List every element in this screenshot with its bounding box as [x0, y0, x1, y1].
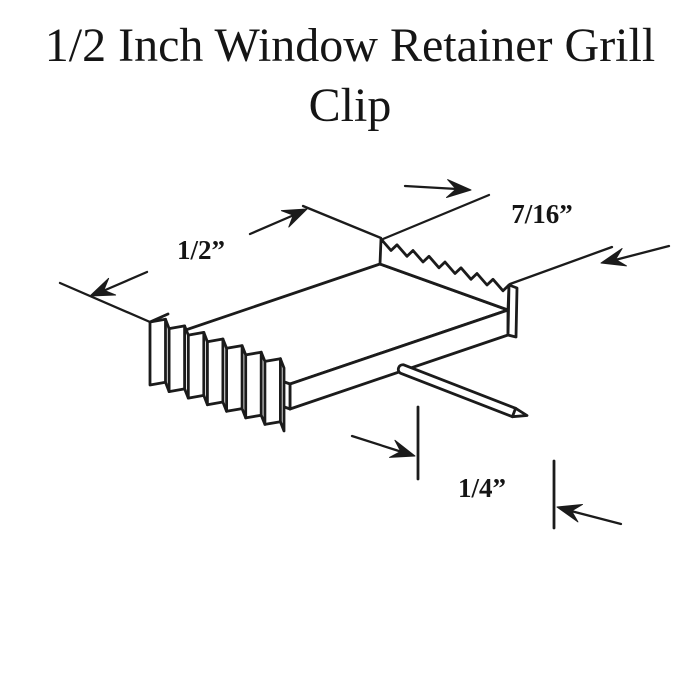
length-arrow-right-icon — [280, 208, 308, 228]
width-dimension-label: 7/16” — [511, 199, 573, 229]
mounting-pin — [396, 363, 529, 419]
title-line-1: 1/2 Inch Window Retainer Grill — [44, 19, 656, 72]
pin-offset-arrow-left-shaft — [350, 434, 404, 454]
pin-tip-bevel-line — [511, 406, 517, 419]
length-dimension-label: 1/2” — [177, 235, 225, 265]
pin-offset-dimension-label: 1/4” — [458, 473, 506, 503]
pin-offset-arrow-left-icon — [389, 439, 416, 458]
length-extension-line-right — [301, 204, 383, 240]
right-serrated-wall — [378, 237, 519, 339]
length-extension-line-left — [58, 281, 152, 324]
width-arrow-right-shaft — [613, 244, 671, 262]
dimension-width: 7/16” — [381, 179, 671, 286]
length-arrow-right-shaft — [248, 213, 296, 236]
dimension-length: 1/2” — [58, 204, 383, 324]
pin-offset-arrow-right-icon — [556, 504, 583, 523]
title-line-2: Clip — [308, 79, 392, 132]
page-title: 1/2 Inch Window Retainer Grill Clip — [0, 16, 700, 136]
left-wall-rib-lines — [164, 317, 282, 426]
length-arrow-left-shaft — [101, 270, 149, 293]
right-wall-end-face — [506, 283, 519, 339]
width-extension-line-left — [381, 193, 491, 241]
width-arrow-left-icon — [446, 179, 472, 198]
width-arrow-right-icon — [600, 248, 627, 267]
pin-offset-arrow-right-shaft — [569, 509, 623, 526]
length-arrow-left-icon — [89, 277, 117, 297]
width-arrow-left-shaft — [403, 184, 459, 191]
width-extension-line-right — [508, 245, 614, 286]
pin-body — [396, 363, 529, 419]
dimension-pin-offset: 1/4” — [350, 405, 623, 530]
left-corrugated-wall — [148, 312, 286, 433]
left-wall-back-top-edge — [148, 312, 170, 324]
